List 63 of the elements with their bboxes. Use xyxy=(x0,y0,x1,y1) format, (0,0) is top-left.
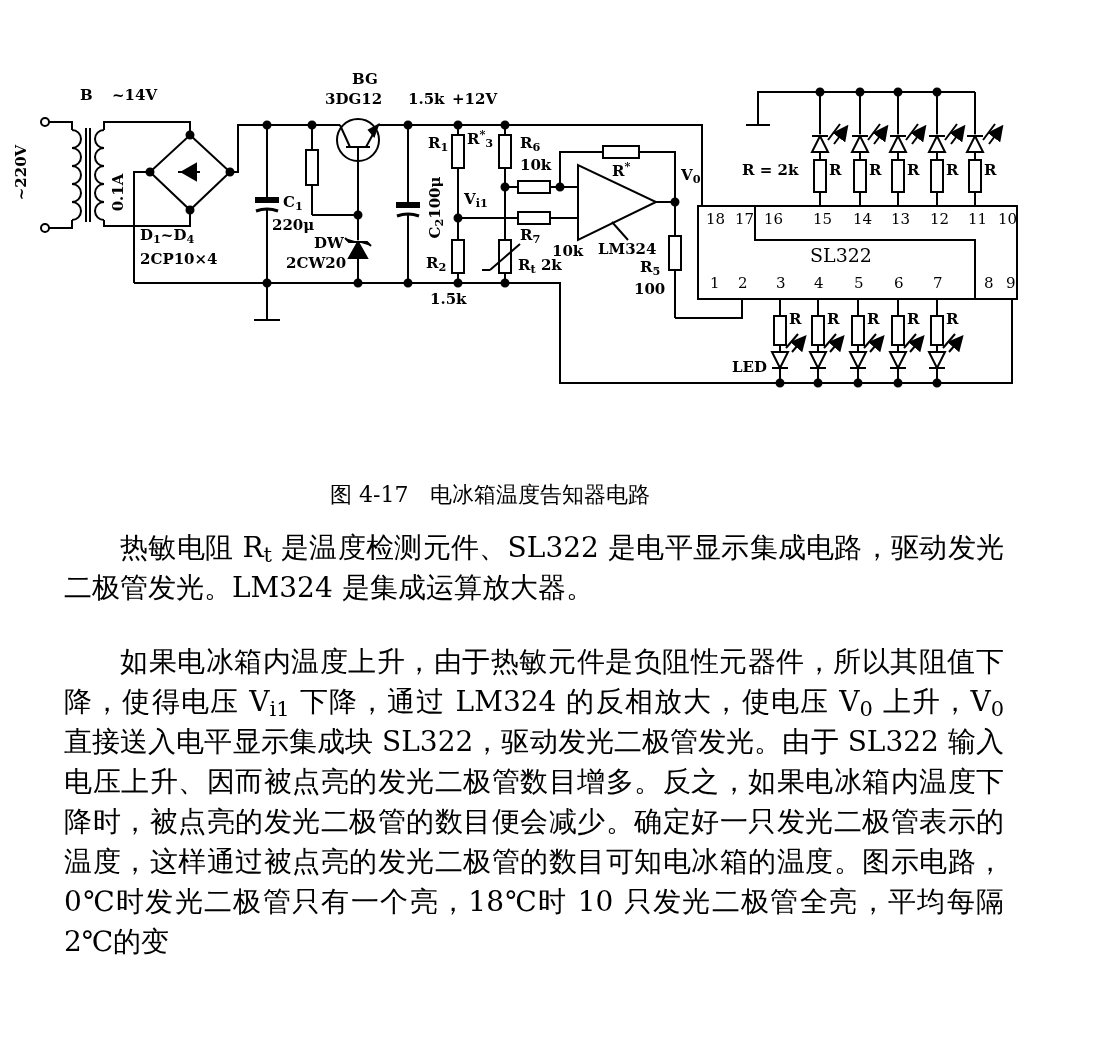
pin-number: 11 xyxy=(968,212,988,227)
component-label: R$_{1}$ xyxy=(428,136,449,151)
component-label: 2CW20 xyxy=(286,256,347,271)
component-label: R$_{7}$ xyxy=(520,228,541,243)
chip-label: SL322 xyxy=(810,246,872,265)
component-label: R xyxy=(946,163,959,178)
pin-number: 4 xyxy=(814,276,824,291)
pin-number: 7 xyxy=(933,276,943,291)
component-label: R xyxy=(907,163,920,178)
component-label: +12V xyxy=(452,92,498,107)
component-label: R$_{6}$ xyxy=(520,136,541,151)
pin-number: 18 xyxy=(706,212,726,227)
component-label: R$^{*}$ xyxy=(612,164,631,179)
pin-number: 17 xyxy=(735,212,755,227)
component-label: R xyxy=(829,163,842,178)
component-label: R xyxy=(869,163,882,178)
component-label: D$_{1}$~D$_{4}$ xyxy=(140,228,195,243)
component-label: B xyxy=(80,88,93,103)
pin-number: 12 xyxy=(930,212,950,227)
ic-chip-box xyxy=(697,205,1018,300)
figure-caption: 图 4-17 电冰箱温度告知器电路 xyxy=(330,481,651,509)
component-label: LM324 xyxy=(598,242,657,257)
component-label: V$_{i1}$ xyxy=(464,192,488,207)
component-label: R$_{t}$ 2k xyxy=(518,258,562,273)
component-label: R xyxy=(827,312,840,327)
component-label: 2CP10×4 xyxy=(140,252,218,267)
pin-number: 8 xyxy=(984,276,994,291)
pin-number: 6 xyxy=(894,276,904,291)
component-label: 1.5k xyxy=(408,92,445,107)
component-label: DW xyxy=(314,236,344,251)
component-label: R xyxy=(789,312,802,327)
component-label: 3DG12 xyxy=(325,92,383,107)
pin-number: 2 xyxy=(738,276,748,291)
component-label: 10k xyxy=(520,158,552,173)
component-label: LED xyxy=(732,360,767,375)
component-label: ~14V xyxy=(112,88,158,103)
body-paragraph: 热敏电阻 R$_{t}$ 是温度检测元件、SL322 是电平显示集成电路，驱动发光二极管发光。LM324 是集成运算放大器。 xyxy=(64,530,1004,606)
component-label: R xyxy=(867,312,880,327)
component-label: 1.5k xyxy=(430,292,467,307)
component-label: R$_{5}$ xyxy=(640,260,661,275)
pin-number: 3 xyxy=(776,276,786,291)
pin-number: 16 xyxy=(764,212,784,227)
component-label: BG xyxy=(352,72,378,87)
body-paragraph: 如果电冰箱内温度上升，由于热敏元件是负阻性元器件，所以其阻值下降，使得电压 V$_{i1}$ 下降，通过 LM324 的反相放大，使电压 V$_{0}$ 上升，V$_{0}$ 直接送入电平显示集成块 SL322，驱动发光二极管发光。由于 SL322 输入电压上升、因而被点亮的发光二极管数目增多。反之，如果电冰箱内温度下降时，被点亮的发光二极管的数目便会减少。确定好一只发光二极管表示的温度，这样通过被点亮的发光二极管的数目可知电冰箱的温度。图示电路，0℃时发光二极管只有一个亮，18℃时 10 只发光二极管全亮，平均每隔 2℃的变 xyxy=(64,644,1004,960)
component-label: R xyxy=(907,312,920,327)
component-label: 10k xyxy=(552,244,584,259)
component-label: R xyxy=(946,312,959,327)
component-label: R = 2k xyxy=(742,163,799,178)
component-label: R$_{2}$ xyxy=(426,256,447,271)
component-label: 100 xyxy=(634,282,666,297)
component-label: 220μ xyxy=(272,218,315,233)
component-label: R xyxy=(984,163,997,178)
pin-number: 15 xyxy=(813,212,833,227)
component-label: V$_{0}$ xyxy=(681,168,701,183)
pin-number: 14 xyxy=(853,212,873,227)
pin-number: 13 xyxy=(891,212,911,227)
component-label: C$_{1}$ xyxy=(283,195,303,210)
component-label: ~220V xyxy=(14,144,30,201)
pin-number: 1 xyxy=(710,276,720,291)
component-label: 0.1A xyxy=(111,173,127,212)
pin-number: 5 xyxy=(854,276,864,291)
pin-number: 9 xyxy=(1006,276,1016,291)
pin-number: 10 xyxy=(998,212,1018,227)
